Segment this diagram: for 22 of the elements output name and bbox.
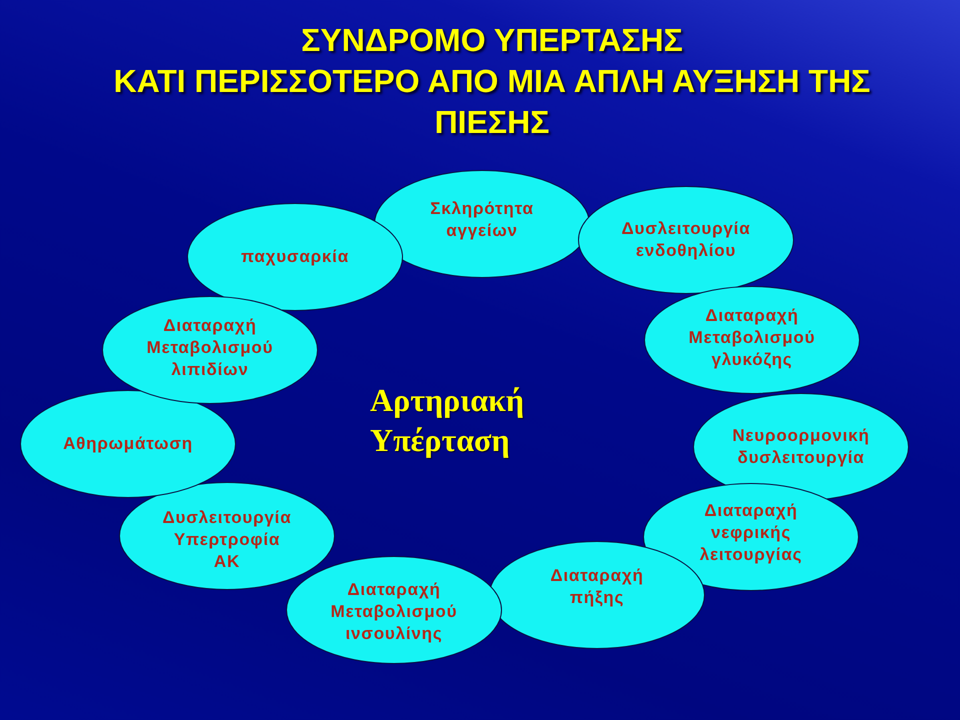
topic-label: Σκληρότητα αγγείων: [430, 198, 534, 242]
topic-ellipse: [286, 556, 502, 664]
topic-label: Αθηρωμάτωση: [63, 433, 193, 455]
center-label: Αρτηριακή Υπέρταση: [370, 381, 524, 460]
topic-label: παχυσαρκία: [241, 246, 349, 268]
topic-label: Διαταραχή Μεταβολισμού λιπιδίων: [146, 315, 274, 381]
topic-label: Δυσλειτουργία ενδοθηλίου: [622, 218, 750, 262]
slide-subtitle: ΚΑΤΙ ΠΕΡΙΣΣΟΤΕΡΟ ΑΠΟ ΜΙΑ ΑΠΛΗ ΑΥΞΗΣΗ ΤΗΣ ΠΙΕΣΗΣ: [112, 62, 872, 142]
topic-label: Διαταραχή Μεταβολισμού γλυκόζης: [688, 305, 816, 371]
slide-title: ΣΥΝΔΡΟΜΟ ΥΠΕΡΤΑΣΗΣ: [300, 21, 684, 60]
topic-ellipse: [578, 186, 794, 294]
topic-ellipse: [374, 170, 590, 278]
topic-ellipse: [187, 203, 403, 311]
topic-label: Διαταραχή Μεταβολισμού ινσουλίνης: [330, 579, 458, 645]
topic-label: Διαταραχή νεφρικής λειτουργίας: [700, 500, 802, 566]
topic-ellipse: [119, 482, 335, 590]
topic-label: Διαταραχή πήξης: [550, 565, 644, 609]
topic-ellipse: [20, 390, 236, 498]
topic-label: Δυσλειτουργία Υπερτροφία ΑΚ: [162, 507, 292, 573]
topic-ellipse: [102, 296, 318, 404]
topic-label: Νευροορμονική δυσλειτουργία: [732, 425, 870, 469]
topic-ellipse: [644, 286, 860, 394]
